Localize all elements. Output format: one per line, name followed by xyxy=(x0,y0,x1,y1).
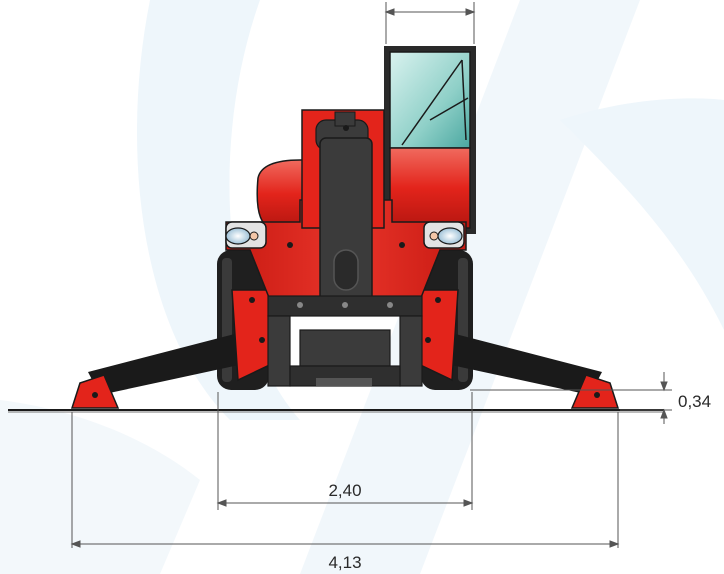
overall-width-dimension xyxy=(70,412,620,548)
left-headlamp xyxy=(225,227,259,245)
front-carriage xyxy=(267,295,423,387)
right-headlamp xyxy=(429,227,463,245)
telescopic-boom xyxy=(287,109,405,311)
clearance-label: 0,34 xyxy=(678,392,711,411)
track-width-label: 2,40 xyxy=(328,481,361,500)
cab-width-dimension xyxy=(384,2,476,44)
overall-width-label: 4,13 xyxy=(328,553,361,572)
operator-cab xyxy=(384,46,476,234)
track-width-dimension xyxy=(216,392,474,510)
clearance-dimension xyxy=(470,372,672,424)
